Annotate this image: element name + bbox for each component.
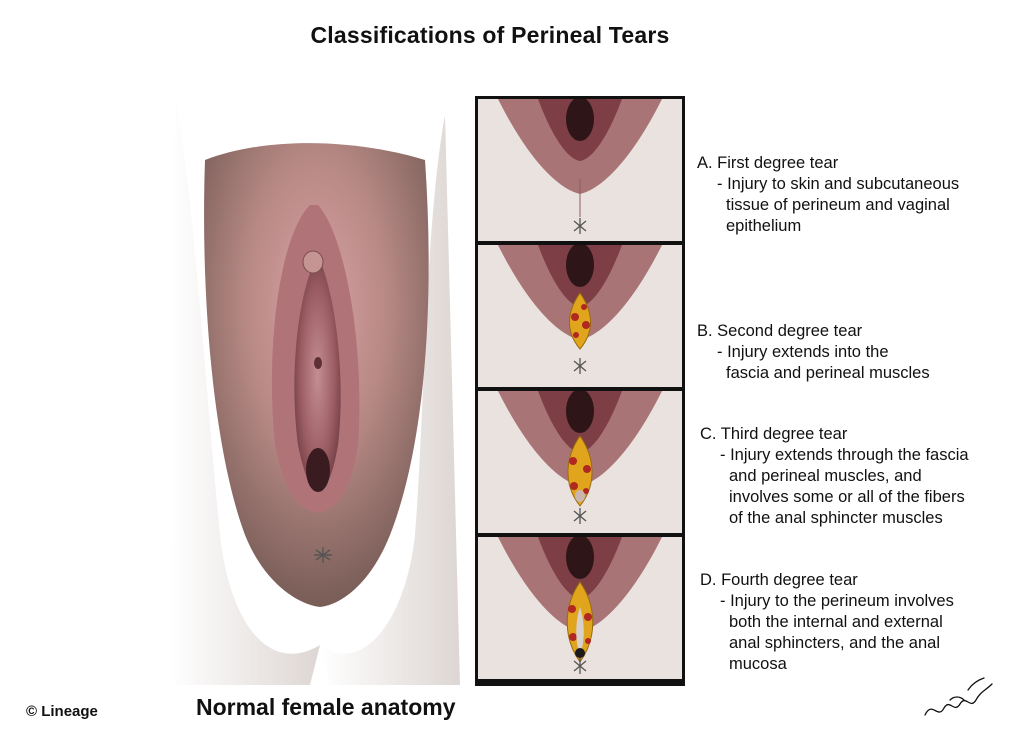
panel-second-degree	[478, 245, 682, 387]
tear-panel-stack	[475, 96, 685, 686]
main-caption: Normal female anatomy	[196, 694, 456, 720]
second-degree-drawing	[478, 245, 682, 387]
normal-anatomy-drawing	[170, 95, 460, 685]
right-thigh	[320, 115, 460, 685]
fourth-degree-drawing	[478, 537, 682, 679]
tear-line: - Injury extends through the fascia	[720, 446, 969, 464]
tear-line: and perineal muscles, and	[729, 467, 922, 485]
tear-description-second: B. Second degree tear - Injury extends i…	[697, 321, 930, 384]
tear-line: - Injury extends into the	[717, 343, 889, 361]
vestibule	[294, 260, 341, 490]
tear-line: anal sphincters, and the anal	[729, 634, 940, 652]
copyright: © Lineage	[26, 703, 98, 720]
third-degree-drawing	[478, 391, 682, 533]
tear-heading: D. Fourth degree tear	[700, 571, 858, 589]
tear-line: - Injury to the perineum involves	[720, 592, 954, 610]
tear-line: of the anal sphincter muscles	[729, 509, 943, 527]
tear-heading: B. Second degree tear	[697, 322, 863, 340]
tear-heading: C. Third degree tear	[700, 425, 848, 443]
first-degree-drawing	[478, 99, 682, 241]
artist-signature	[924, 677, 993, 716]
urethral-opening	[314, 357, 322, 369]
tear-line: both the internal and external	[729, 613, 943, 631]
left-thigh	[170, 95, 320, 685]
vaginal-opening	[306, 448, 330, 492]
normal-anatomy-illustration	[160, 85, 460, 685]
anus-mark	[314, 547, 332, 563]
tear-line: - Injury to skin and subcutaneous	[717, 175, 960, 193]
tear-line: epithelium	[726, 217, 802, 235]
page-title: Classifications of Perineal Tears	[310, 22, 670, 48]
tear-line: involves some or all of the fibers	[729, 488, 965, 506]
tear-heading: A. First degree tear	[697, 154, 839, 172]
panel-fourth-degree	[478, 537, 682, 679]
clitoris	[302, 250, 324, 274]
panel-third-degree	[478, 391, 682, 533]
tear-line: mucosa	[729, 655, 787, 673]
tear-line: tissue of perineum and vaginal	[726, 196, 950, 214]
tear-line: fascia and perineal muscles	[726, 364, 930, 382]
tear-description-first: A. First degree tear - Injury to skin an…	[697, 153, 959, 237]
panel-first-degree	[478, 99, 682, 241]
tear-description-fourth: D. Fourth degree tear - Injury to the pe…	[700, 570, 954, 675]
tear-description-third: C. Third degree tear - Injury extends th…	[700, 424, 969, 529]
